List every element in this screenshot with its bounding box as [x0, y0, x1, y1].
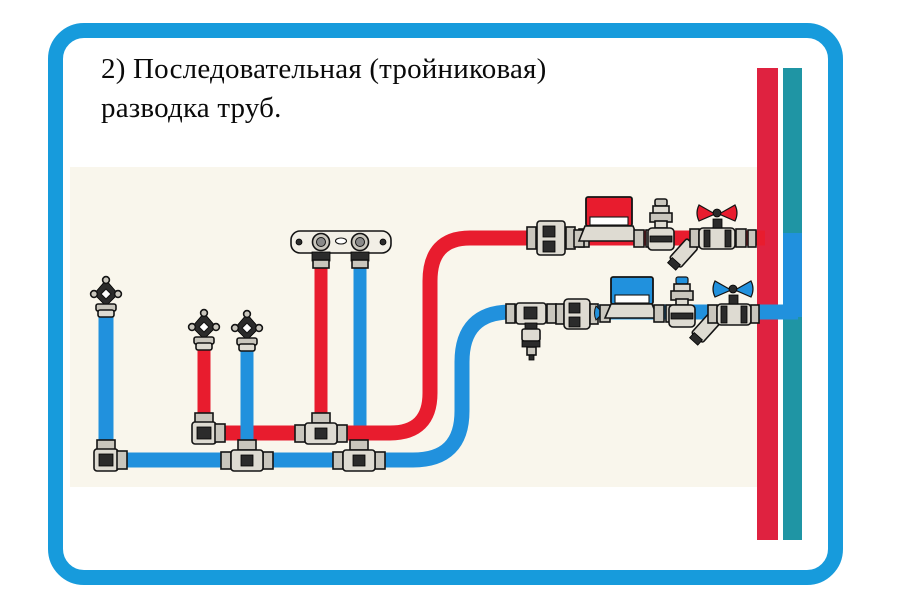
cold-water-meter	[599, 276, 665, 323]
slide-border-frame	[48, 23, 843, 585]
hot-line-assembly	[526, 196, 757, 271]
hot-tee-fitting	[294, 412, 348, 445]
hot-water-meter	[573, 196, 645, 248]
reducer-cap	[675, 276, 689, 285]
hot-main-run	[204, 230, 765, 441]
cold-elbow-fitting	[93, 439, 128, 472]
cold-tee-fitting	[220, 439, 274, 472]
cold-tee-fitting	[332, 439, 386, 472]
cold-riser-branch-segment	[783, 233, 802, 317]
cold-valve-handle	[733, 280, 754, 298]
hot-ball-valve	[689, 204, 747, 250]
hot-valve-handle	[696, 204, 717, 222]
cold-ball-valve	[707, 280, 760, 326]
hot-valve-handle	[717, 204, 738, 222]
hot-water-riser	[757, 68, 778, 540]
cross-valve-icon	[187, 308, 221, 351]
cold-line-assembly	[505, 276, 760, 361]
union-check-valve	[555, 298, 599, 330]
pressure-reducer-valve	[647, 198, 675, 251]
slide-title-line-1: 2) Последовательная (тройниковая)	[101, 53, 547, 85]
slide-title: 2) Последовательная (тройниковая) развод…	[101, 50, 661, 128]
check-valve-marker	[594, 305, 604, 321]
cross-valve-icon	[89, 275, 123, 318]
cold-valve-handle	[712, 280, 733, 298]
drain-valve	[521, 322, 541, 361]
hot-elbow-fitting	[191, 412, 226, 445]
mixer-wall-plate	[290, 230, 392, 269]
cold-tee-with-drain	[505, 302, 557, 361]
slide-title-line-2: разводка труб.	[101, 92, 282, 124]
pressure-reducer-valve	[668, 276, 696, 328]
cross-valve-icon	[230, 309, 264, 352]
